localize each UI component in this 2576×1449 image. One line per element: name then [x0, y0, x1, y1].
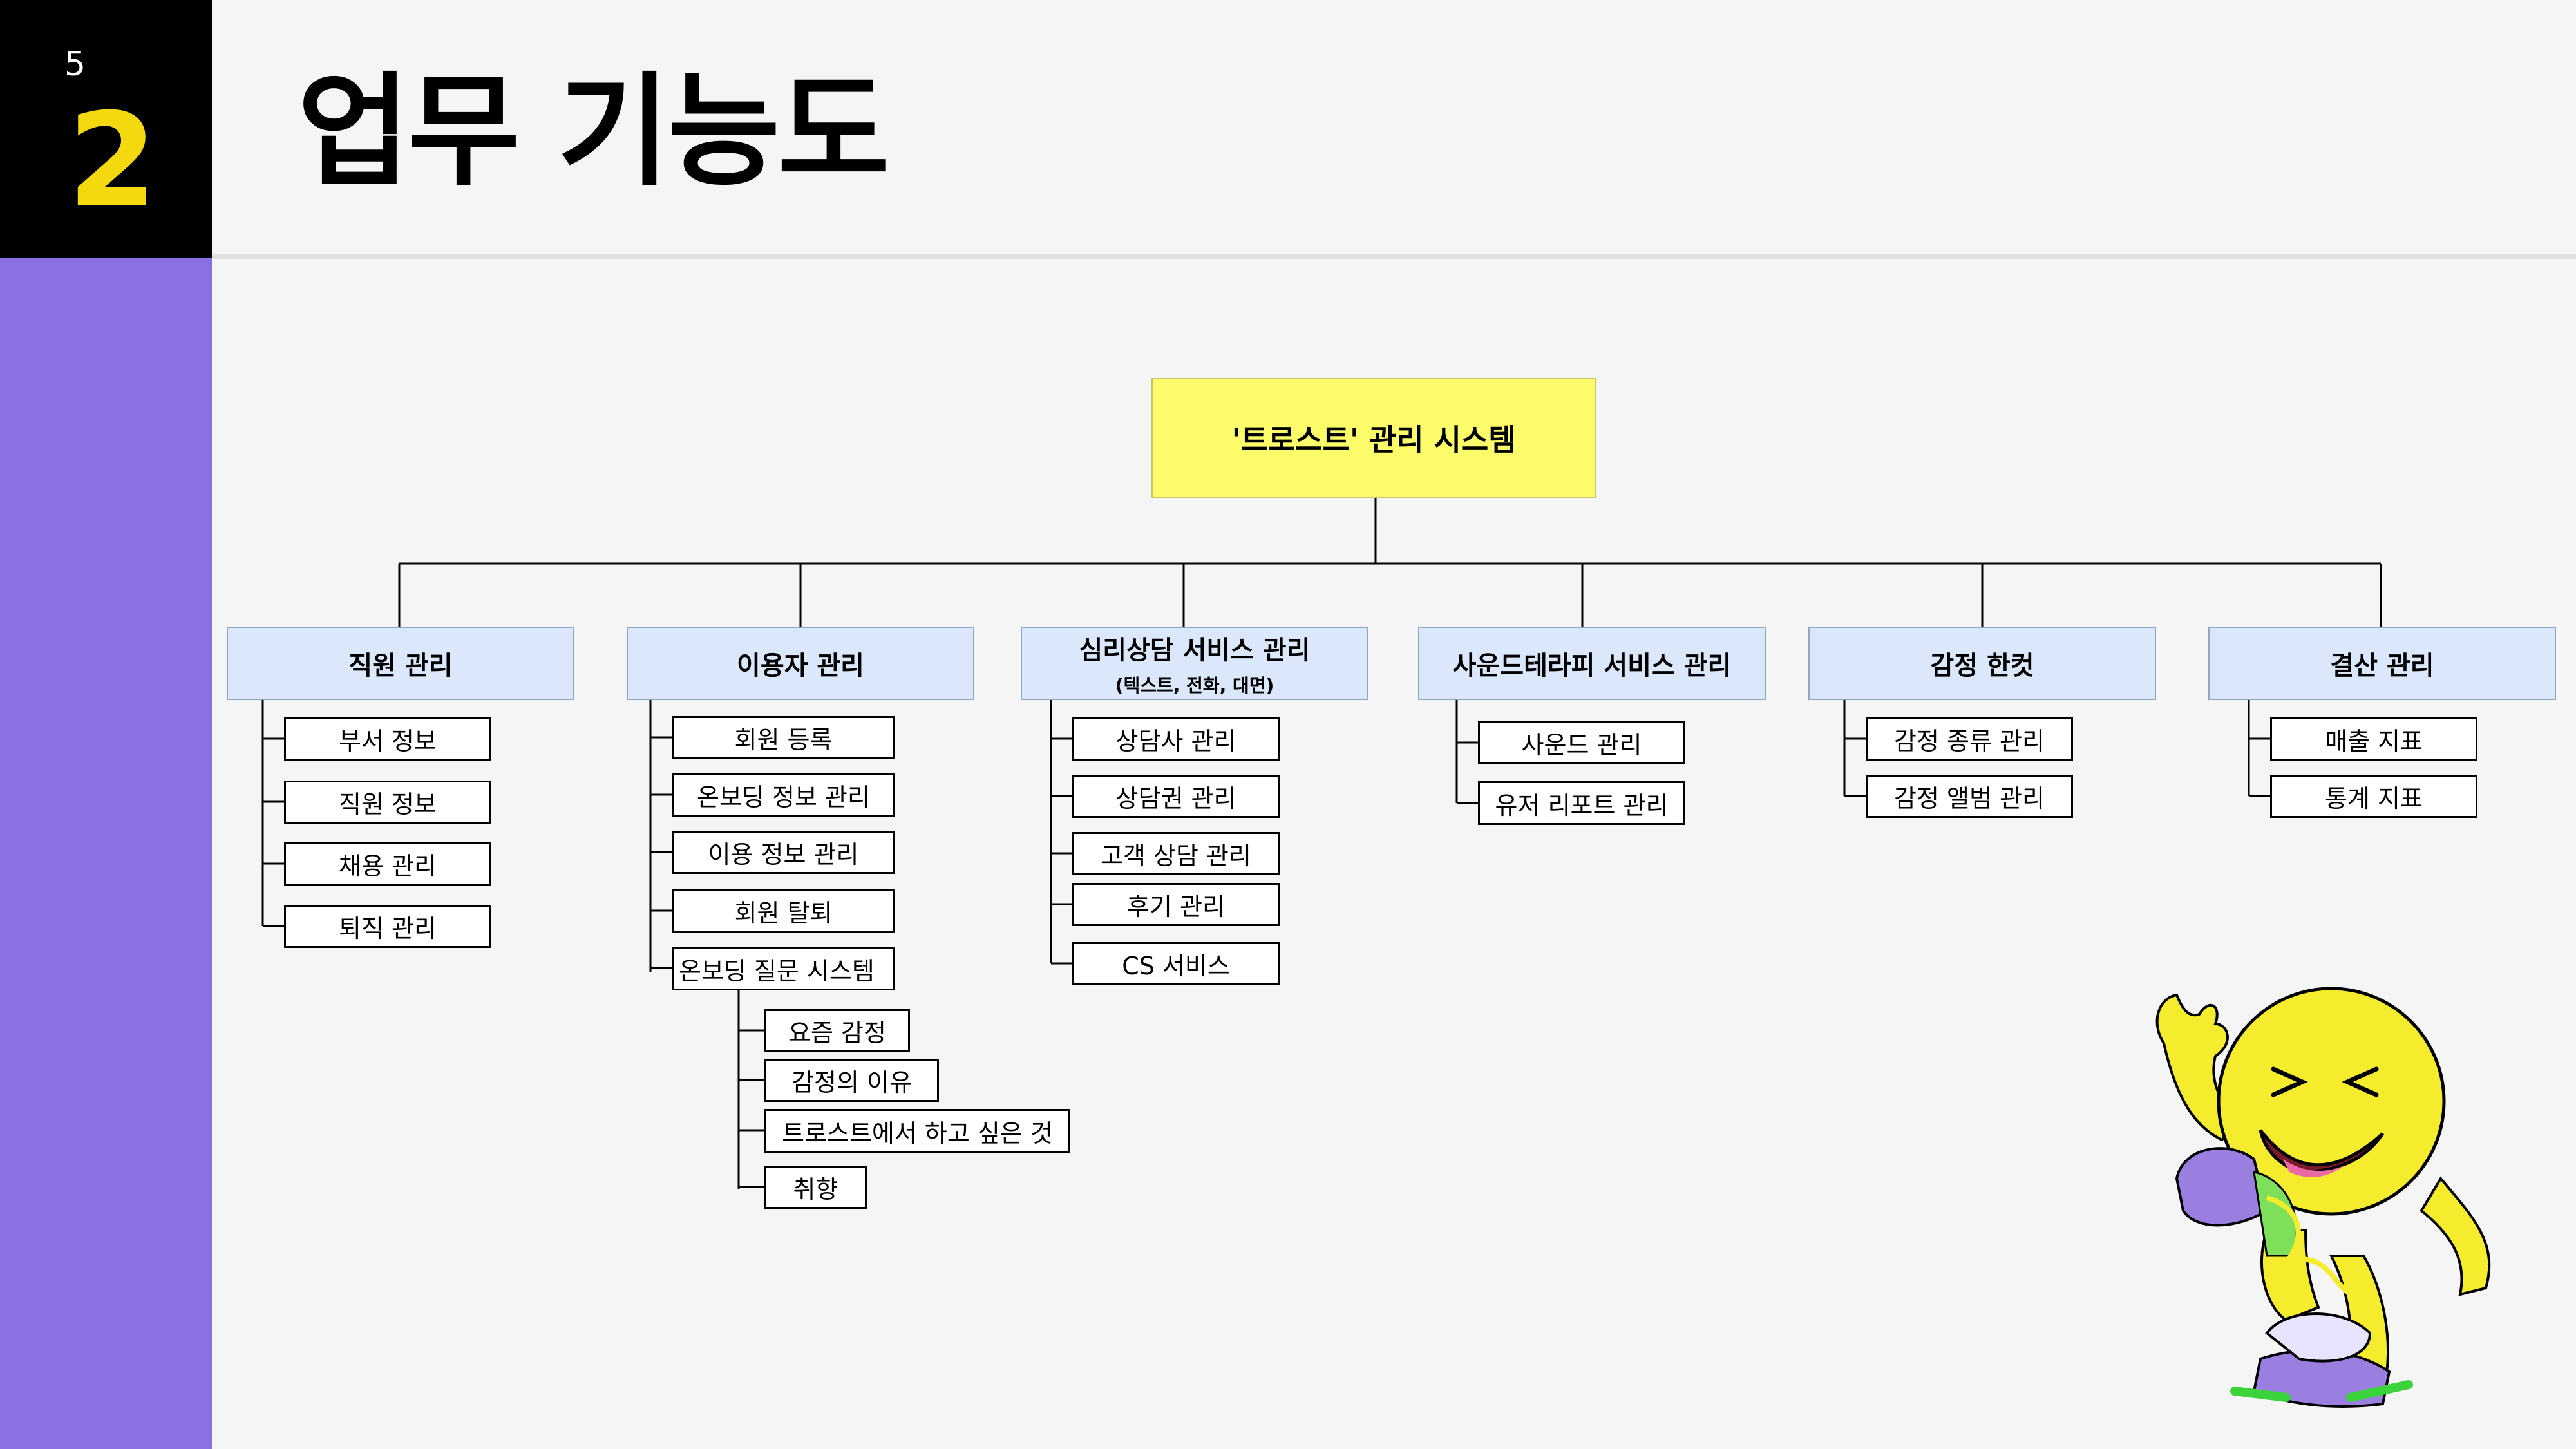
item-emotion-types: 감정 종류 관리: [1866, 717, 2073, 761]
smiley-mascot-illustration: [2155, 987, 2491, 1408]
item-member-registration: 회원 등록: [672, 716, 895, 759]
item-statistics-metrics: 통계 지표: [2270, 775, 2477, 818]
root-system-node: '트로스트' 관리 시스템: [1151, 378, 1596, 498]
item-label: 감정의 이유: [791, 1068, 912, 1097]
item-cs-service: CS 서비스: [1072, 942, 1280, 985]
item-sound-management: 사운드 관리: [1478, 721, 1685, 764]
item-counselor-management: 상담사 관리: [1072, 717, 1280, 761]
subitem-taste: 취향: [764, 1166, 867, 1209]
item-label: 매출 지표: [2325, 727, 2423, 755]
category-settlement: 결산 관리: [2208, 627, 2556, 700]
item-label: 퇴직 관리: [339, 914, 437, 943]
item-recruitment: 채용 관리: [284, 842, 491, 886]
side-accent-bar: [0, 258, 212, 1449]
item-label: 부서 정보: [339, 727, 437, 755]
page-title: 업무 기능도: [298, 61, 890, 203]
item-onboarding-questions: 온보딩 질문 시스템: [672, 947, 895, 990]
category-label: 이용자 관리: [737, 651, 864, 681]
item-resignation: 퇴직 관리: [284, 905, 491, 948]
item-label: 통계 지표: [2325, 784, 2423, 813]
item-label: 상담사 관리: [1115, 727, 1236, 755]
item-user-report: 유저 리포트 관리: [1478, 781, 1685, 825]
item-label: 후기 관리: [1127, 893, 1225, 921]
item-voucher-management: 상담권 관리: [1072, 775, 1280, 818]
item-employee-info: 직원 정보: [284, 781, 491, 824]
category-label: 직원 관리: [348, 651, 453, 681]
item-label: 온보딩 정보 관리: [697, 783, 870, 811]
item-label: 유저 리포트 관리: [1495, 791, 1669, 820]
item-label: 취향: [793, 1175, 838, 1204]
item-label: 채용 관리: [339, 852, 437, 880]
section-number: 2: [68, 86, 158, 236]
item-label: 온보딩 질문 시스템: [679, 956, 875, 985]
subitem-recent-emotion: 요즘 감정: [764, 1009, 910, 1052]
item-label: 이용 정보 관리: [708, 840, 859, 869]
category-emotion-shot: 감정 한컷: [1808, 627, 2156, 700]
item-label: 회원 등록: [734, 726, 833, 754]
item-label: 요즘 감정: [788, 1019, 886, 1047]
subitem-emotion-reason: 감정의 이유: [764, 1059, 939, 1102]
item-label: 상담권 관리: [1115, 784, 1236, 813]
title-divider: [212, 254, 2576, 259]
category-label: 감정 한컷: [1930, 651, 2034, 681]
category-label: 심리상담 서비스 관리: [1079, 636, 1311, 665]
item-client-counseling: 고객 상담 관리: [1072, 832, 1280, 875]
page-number: 5: [64, 45, 86, 84]
item-label: 회원 탈퇴: [734, 899, 833, 927]
section-header-block: [0, 0, 212, 258]
category-sublabel: (텍스트, 전화, 대면): [1115, 675, 1274, 696]
item-label: 고객 상담 관리: [1101, 842, 1251, 870]
category-label: 결산 관리: [2330, 651, 2434, 681]
item-label: 사운드 관리: [1521, 731, 1642, 759]
item-member-withdrawal: 회원 탈퇴: [672, 889, 895, 933]
category-label: 사운드테라피 서비스 관리: [1452, 651, 1732, 681]
item-label: 트로스트에서 하고 싶은 것: [782, 1119, 1053, 1148]
item-sales-metrics: 매출 지표: [2270, 717, 2477, 761]
item-label: 감정 종류 관리: [1894, 727, 2045, 755]
category-staff: 직원 관리: [227, 627, 574, 700]
root-label: '트로스트' 관리 시스템: [1231, 422, 1516, 457]
item-usage-info: 이용 정보 관리: [672, 831, 895, 874]
category-counseling: 심리상담 서비스 관리 (텍스트, 전화, 대면): [1021, 627, 1368, 700]
item-emotion-album: 감정 앨범 관리: [1866, 775, 2073, 818]
item-label: CS 서비스: [1122, 952, 1230, 980]
subitem-things-to-do: 트로스트에서 하고 싶은 것: [764, 1109, 1070, 1153]
item-department-info: 부서 정보: [284, 717, 491, 761]
category-sound-therapy: 사운드테라피 서비스 관리: [1418, 627, 1766, 700]
item-review-management: 후기 관리: [1072, 883, 1280, 926]
category-users: 이용자 관리: [627, 627, 974, 700]
item-label: 직원 정보: [339, 790, 437, 819]
item-label: 감정 앨범 관리: [1894, 784, 2045, 813]
item-onboarding-info: 온보딩 정보 관리: [672, 773, 895, 817]
